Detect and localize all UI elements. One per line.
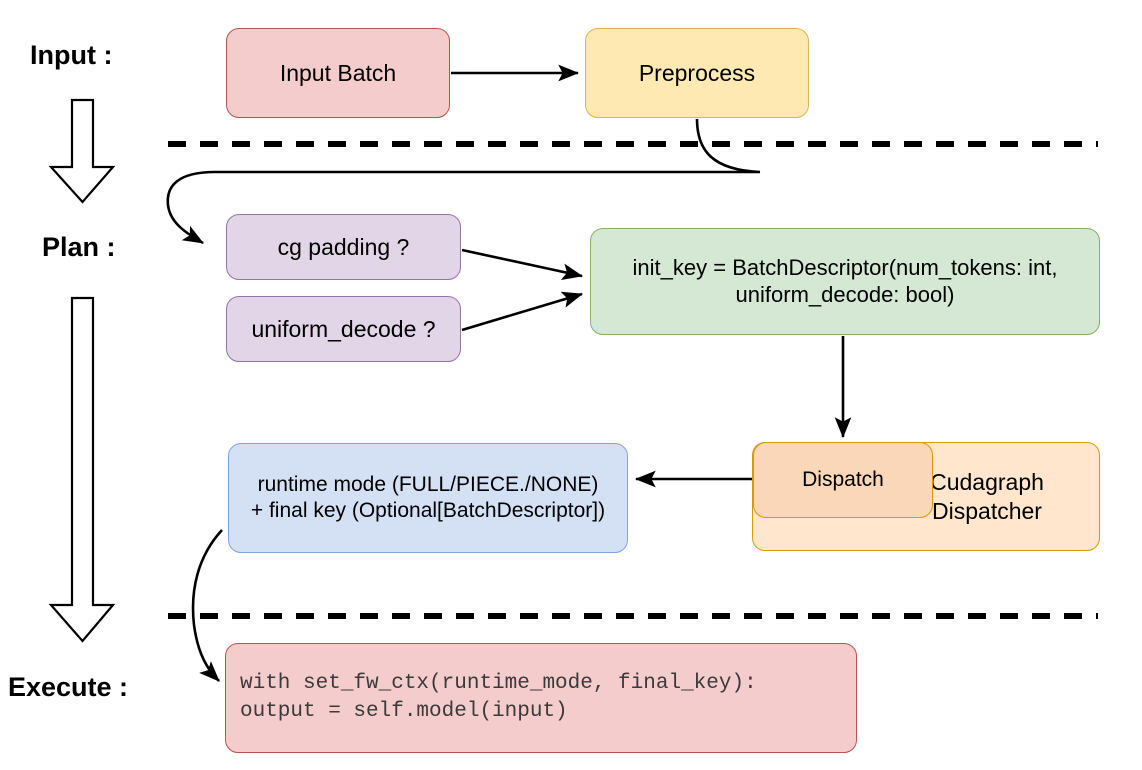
node-cg-padding-label: cg padding ? (277, 233, 410, 260)
node-dispatch-label: Dispatch (802, 468, 884, 492)
node-init-key-label: init_key = BatchDescriptor(num_tokens: i… (632, 254, 1058, 307)
edge-preprocess-to-cg-padding (166, 118, 761, 245)
node-uniform-decode-label: uniform_decode ? (251, 315, 436, 342)
node-cg-padding[interactable]: cg padding ? (226, 214, 461, 280)
node-cudagraph-dispatcher-label: Cudagraph Dispatcher (930, 469, 1044, 524)
edge-uniform-decode-to-init-key (461, 291, 583, 332)
node-preprocess[interactable]: Preprocess (585, 28, 809, 118)
node-dispatch[interactable]: Dispatch (753, 442, 933, 518)
node-exec-code-label: with set_fw_ctx(runtime_mode, final_key)… (240, 671, 757, 723)
node-input-batch-label: Input Batch (279, 59, 397, 86)
stage-label-input: Input : (30, 40, 113, 70)
edge-runtime-mode-to-exec-code (191, 529, 223, 682)
edge-cg-padding-to-init-key (461, 248, 584, 280)
node-runtime-mode-label: runtime mode (FULL/PIECE./NONE) + final … (250, 473, 606, 522)
node-runtime-mode[interactable]: runtime mode (FULL/PIECE./NONE) + final … (228, 443, 628, 553)
node-exec-code[interactable]: with set_fw_ctx(runtime_mode, final_key)… (225, 643, 857, 753)
input-to-plan-arrow (48, 98, 116, 204)
node-input-batch[interactable]: Input Batch (226, 28, 450, 118)
stage-label-plan: Plan : (42, 232, 116, 262)
plan-to-execute-arrow (48, 296, 116, 643)
node-init-key[interactable]: init_key = BatchDescriptor(num_tokens: i… (590, 228, 1100, 335)
node-preprocess-label: Preprocess (638, 59, 756, 86)
node-uniform-decode[interactable]: uniform_decode ? (226, 296, 461, 362)
stage-label-execute: Execute : (8, 672, 129, 702)
